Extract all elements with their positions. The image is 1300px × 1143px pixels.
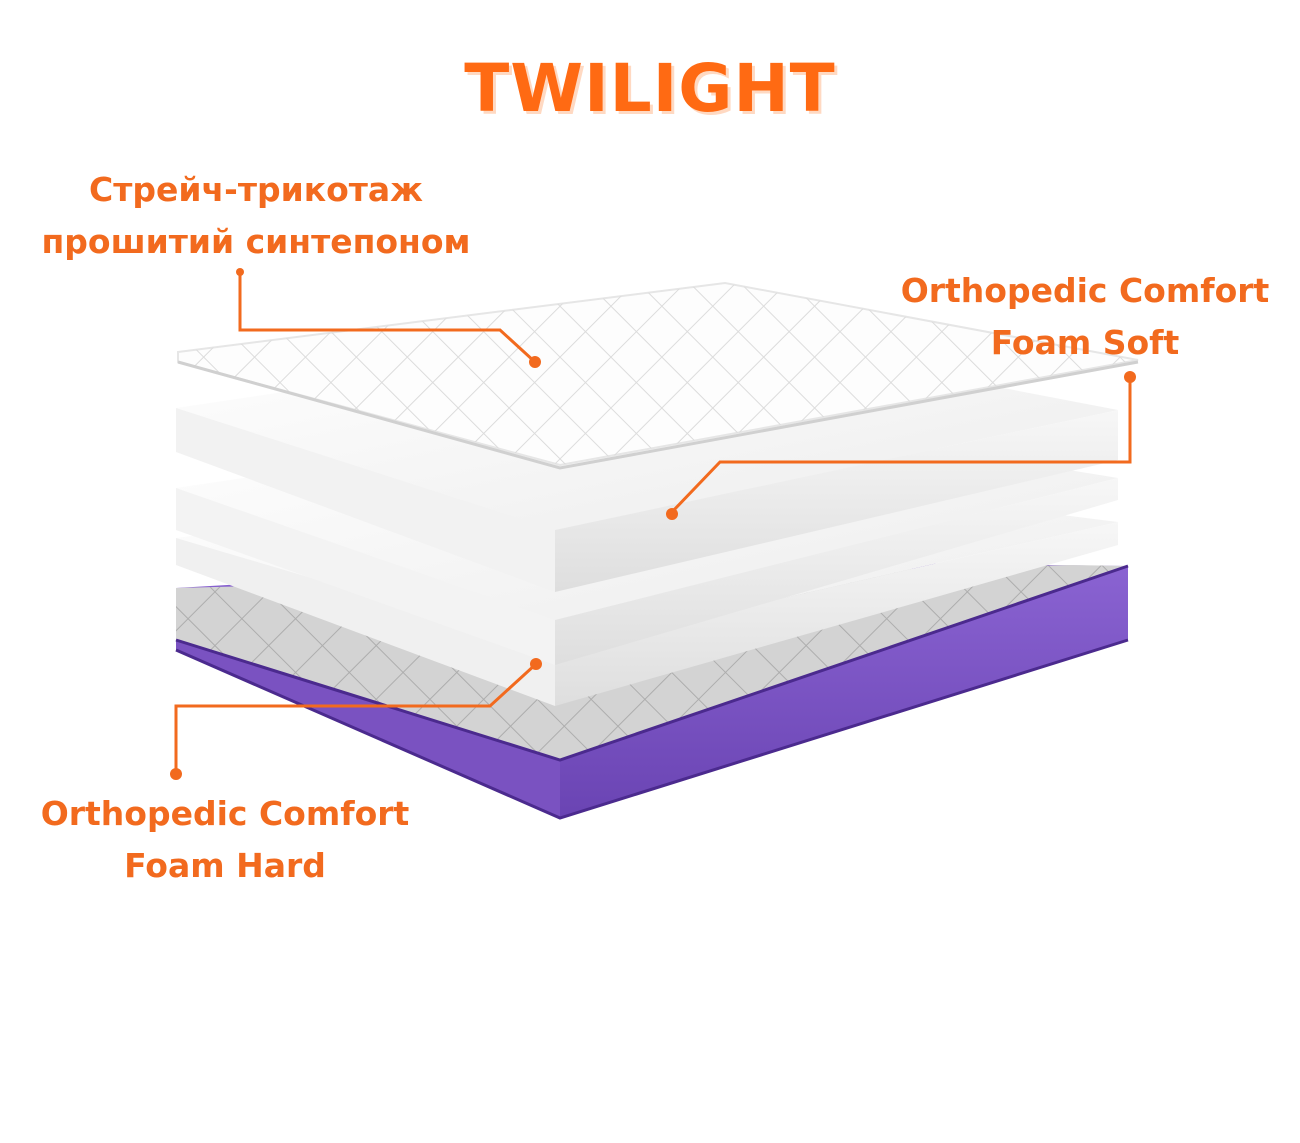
label-foam-soft-line1: Orthopedic Comfort: [880, 265, 1290, 317]
label-foam-hard-line1: Orthopedic Comfort: [30, 788, 420, 840]
label-cover-line2: прошитий синтепоном: [36, 216, 476, 268]
label-foam-hard: Orthopedic Comfort Foam Hard: [30, 788, 420, 892]
label-cover: Стрейч-трикотаж прошитий синтепоном: [36, 164, 476, 268]
label-foam-soft-line2: Foam Soft: [880, 317, 1290, 369]
label-foam-hard-line2: Foam Hard: [30, 840, 420, 892]
label-foam-soft: Orthopedic Comfort Foam Soft: [880, 265, 1290, 369]
label-cover-line1: Стрейч-трикотаж: [36, 164, 476, 216]
